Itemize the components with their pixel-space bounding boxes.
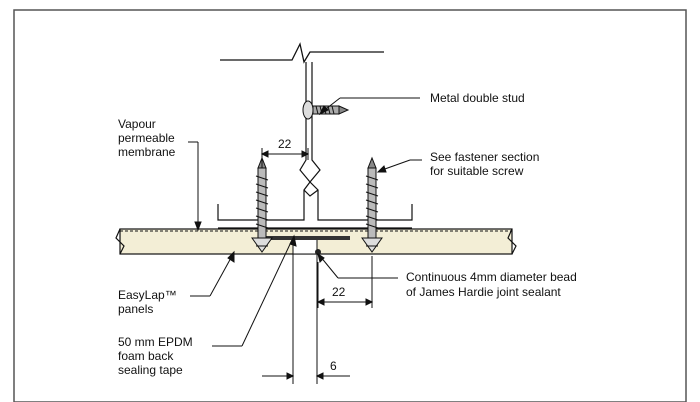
leader-metal-stud [318,97,420,116]
dimension-screw-spacing-value: 22 [332,285,346,299]
label-sealant-1: Continuous 4mm diameter bead [406,270,577,284]
drawing-frame [13,9,687,402]
label-fastener-2: for suitable screw [430,164,524,178]
label-tape-1: 50 mm EPDM [118,335,193,349]
label-metal-stud: Metal double stud [430,91,525,105]
break-line [220,42,384,64]
label-vapour-2: permeable [118,131,175,145]
leader-sealant [317,252,398,279]
label-tape-3: sealing tape [118,363,183,377]
foam-tape [260,236,350,240]
leader-easylap [190,250,235,297]
leader-epdm-tape [212,234,297,347]
leader-vapour-membrane [188,141,202,232]
leader-fastener [376,159,422,173]
left-fastener-screw [251,156,273,253]
label-easylap-2: panels [118,302,153,316]
label-easylap-1: EasyLap™ [118,288,177,302]
dimension-stud-spacing [260,148,310,168]
metal-double-stud [217,62,413,229]
dimension-gap [262,254,350,384]
label-vapour-1: Vapour [118,117,156,131]
label-fastener-1: See fastener section [430,150,539,164]
right-fastener-screw [361,156,383,253]
dimension-screw-spacing [316,256,374,308]
dimension-gap-value: 6 [330,359,337,373]
label-vapour-3: membrane [118,145,176,159]
dimension-stud-spacing-value: 22 [278,137,292,151]
sealant-bead [315,249,321,255]
label-sealant-2: of James Hardie joint sealant [406,285,561,299]
label-tape-2: foam back [118,349,174,363]
